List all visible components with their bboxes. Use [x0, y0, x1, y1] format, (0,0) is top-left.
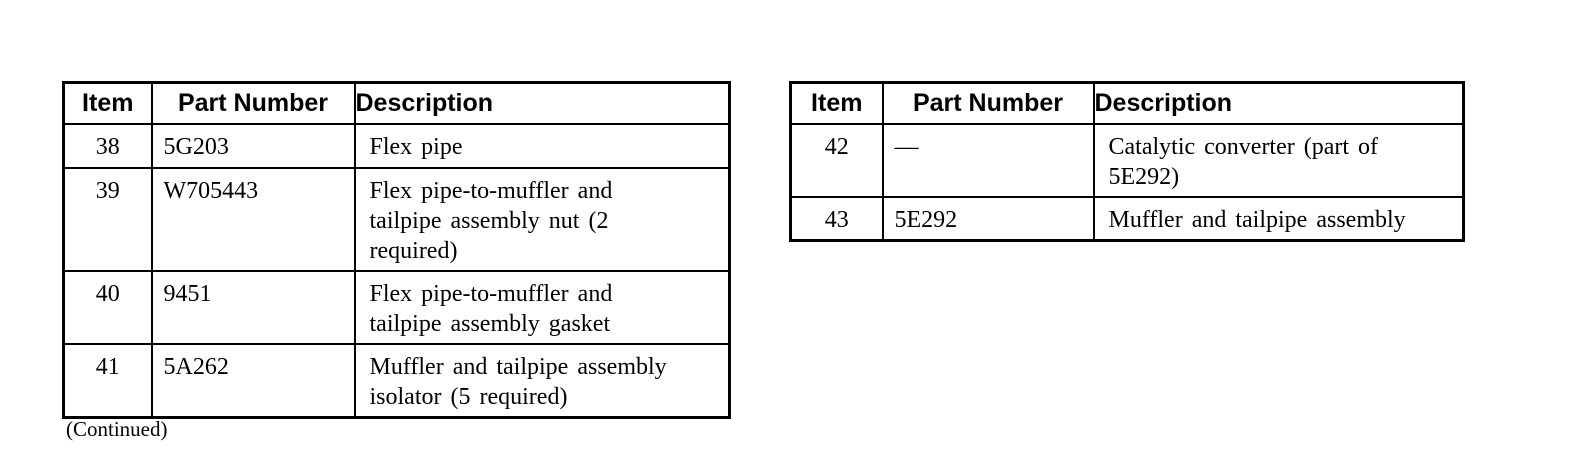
header-row: Item Part Number Description [62, 81, 731, 125]
part-number-cell: 5E292 [881, 195, 1095, 241]
column-header-item: Item [789, 81, 884, 125]
item-cell: 41 [62, 342, 153, 419]
continued-note: (Continued) [66, 417, 168, 441]
item-cell: 43 [789, 195, 884, 241]
table-row: 43 5E292 Muffler and tailpipe assembly [789, 195, 1465, 241]
item-cell: 39 [62, 166, 153, 272]
table-row: 39 W705443 Flex pipe-to-muffler and tail… [62, 166, 731, 272]
part-number-cell: W705443 [150, 166, 356, 272]
description-cell: Muffler and tailpipe assembly isolator (… [353, 342, 731, 419]
parts-table-left-header: Item Part Number Description [62, 81, 731, 125]
column-header-part-number: Part Number [150, 81, 356, 125]
parts-table-left-body: 38 5G203 Flex pipe 39 W705443 Flex pipe-… [62, 122, 731, 419]
description-cell: Muffler and tailpipe assembly [1092, 195, 1465, 241]
parts-table-right-header: Item Part Number Description [789, 81, 1465, 125]
item-cell: 42 [789, 122, 884, 198]
description-cell: Flex pipe [353, 122, 731, 169]
header-row: Item Part Number Description [789, 81, 1465, 125]
part-number-cell: 5G203 [150, 122, 356, 169]
table-row: 40 9451 Flex pipe-to-muffler and tailpip… [62, 269, 731, 345]
description-cell: Catalytic converter (part of 5E292) [1092, 122, 1465, 198]
description-cell: Flex pipe-to-muffler and tailpipe assemb… [353, 166, 731, 272]
parts-table-left: Item Part Number Description 38 5G203 Fl… [62, 81, 731, 419]
item-cell: 38 [62, 122, 153, 169]
column-header-description: Description [353, 81, 731, 125]
table-row: 41 5A262 Muffler and tailpipe assembly i… [62, 342, 731, 419]
table-row: 42 — Catalytic converter (part of 5E292) [789, 122, 1465, 198]
part-number-cell: 9451 [150, 269, 356, 345]
parts-table-right: Item Part Number Description 42 — Cataly… [789, 81, 1465, 242]
column-header-part-number: Part Number [881, 81, 1095, 125]
item-cell: 40 [62, 269, 153, 345]
parts-table-right-body: 42 — Catalytic converter (part of 5E292)… [789, 122, 1465, 241]
part-number-cell: — [881, 122, 1095, 198]
part-number-cell: 5A262 [150, 342, 356, 419]
table-row: 38 5G203 Flex pipe [62, 122, 731, 169]
column-header-item: Item [62, 81, 153, 125]
description-cell: Flex pipe-to-muffler and tailpipe assemb… [353, 269, 731, 345]
column-header-description: Description [1092, 81, 1465, 125]
